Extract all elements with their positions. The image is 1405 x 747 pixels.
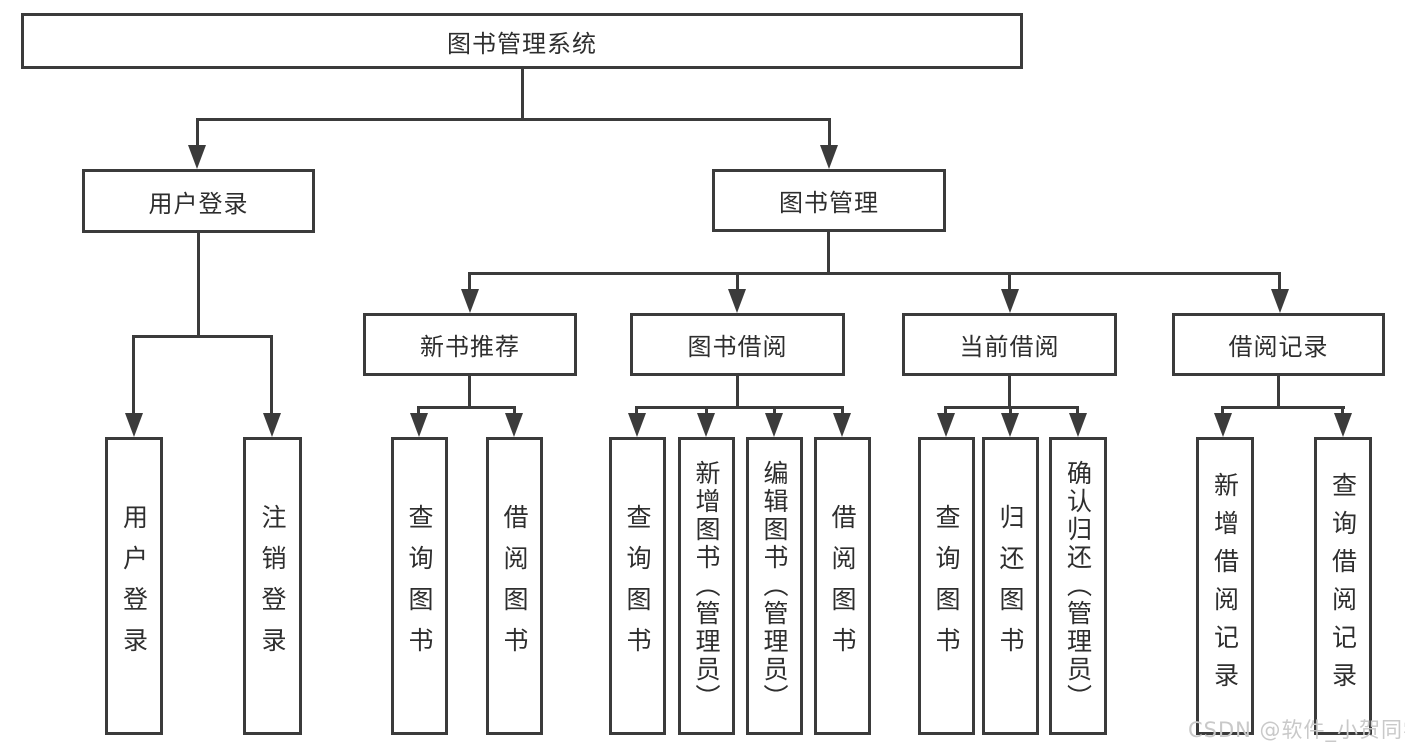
- node-root-label: 图书管理系统: [447, 29, 597, 58]
- node-current-borrowing: 当前借阅: [902, 313, 1117, 376]
- connector-line: [1341, 406, 1344, 418]
- leaf-query-borrow-record-label: 查询借阅记录: [1328, 472, 1358, 700]
- connector-to-borrowing-records-line: [1278, 272, 1281, 292]
- arrow-down-icon: [697, 413, 715, 437]
- connector-line: [705, 406, 708, 418]
- leaf-confirm-return-admin-label: 确认归还（管理员）: [1063, 460, 1093, 712]
- leaf-add-borrow-record: 新增借阅记录: [1196, 437, 1254, 735]
- arrow-down-icon: [728, 289, 746, 313]
- leaf-user-login-label: 用户登录: [119, 504, 149, 668]
- arrow-down-icon: [1271, 289, 1289, 313]
- arrow-down-icon: [1214, 413, 1232, 437]
- connector-line: [513, 406, 516, 418]
- leaf-return-books: 归还图书: [982, 437, 1039, 735]
- connector-root-stub: [521, 69, 524, 118]
- connector-new-book-recommend-bar: [417, 406, 516, 409]
- leaf-return-books-label: 归还图书: [996, 504, 1025, 668]
- connector-user-login-leaf1-line: [132, 335, 135, 416]
- node-book-management: 图书管理: [712, 169, 946, 232]
- connector-line: [1009, 406, 1012, 418]
- connector-root-to-user-login-line: [196, 118, 199, 148]
- leaf-add-borrow-record-label: 新增借阅记录: [1210, 472, 1240, 700]
- leaf-query-books-current-label: 查询图书: [932, 504, 961, 668]
- leaf-query-borrow-record: 查询借阅记录: [1314, 437, 1372, 735]
- node-borrowing-records-label: 借阅记录: [1228, 333, 1329, 361]
- node-borrowing-records: 借阅记录: [1172, 313, 1385, 376]
- leaf-borrow-books-borrowing: 借阅图书: [814, 437, 871, 735]
- connector-book-management-stub: [827, 232, 830, 272]
- connector-line: [1076, 406, 1079, 418]
- connector-to-current-borrowing-line: [1008, 272, 1011, 292]
- arrow-down-icon: [1334, 413, 1352, 437]
- node-new-book-recommend-label: 新书推荐: [420, 333, 520, 361]
- leaf-edit-books-admin: 编辑图书（管理员）: [746, 437, 803, 735]
- leaf-borrow-books-borrowing-label: 借阅图书: [828, 504, 857, 668]
- leaf-query-books-borrowing-label: 查询图书: [623, 504, 652, 668]
- arrow-down-icon: [125, 413, 143, 437]
- leaf-edit-books-admin-label: 编辑图书（管理员）: [760, 460, 789, 712]
- csdn-watermark: CSDN @软件_小贺同学: [1188, 718, 1405, 742]
- leaf-query-books-recommend: 查询图书: [391, 437, 448, 735]
- arrow-down-icon: [937, 413, 955, 437]
- connector-user-login-bar: [132, 335, 273, 338]
- node-root: 图书管理系统: [21, 13, 1023, 69]
- connector-line: [417, 406, 420, 418]
- connector-book-management-bar: [468, 272, 1281, 275]
- arrow-down-icon: [833, 413, 851, 437]
- connector-user-login-stub: [197, 233, 200, 335]
- connector-current-borrowing-stub: [1008, 376, 1011, 406]
- leaf-query-books-borrowing: 查询图书: [609, 437, 666, 735]
- arrow-down-icon: [820, 145, 838, 169]
- leaf-query-books-current: 查询图书: [918, 437, 975, 735]
- leaf-logout: 注销登录: [243, 437, 302, 735]
- connector-to-book-borrowing-line: [736, 272, 739, 292]
- arrow-down-icon: [1001, 413, 1019, 437]
- connector-new-book-recommend-stub: [468, 376, 471, 406]
- leaf-add-books-admin: 新增图书（管理员）: [678, 437, 735, 735]
- arrow-down-icon: [505, 413, 523, 437]
- node-book-management-label: 图书管理: [779, 189, 879, 217]
- leaf-add-books-admin-label: 新增图书（管理员）: [692, 460, 721, 712]
- connector-root-to-book-management-line: [828, 118, 831, 148]
- connector-book-borrowing-stub: [736, 376, 739, 406]
- node-user-login-label: 用户登录: [148, 189, 249, 218]
- arrow-down-icon: [188, 145, 206, 169]
- node-book-borrowing: 图书借阅: [630, 313, 845, 376]
- leaf-logout-label: 注销登录: [258, 504, 287, 668]
- connector-book-borrowing-bar: [635, 406, 844, 409]
- connector-line: [635, 406, 638, 418]
- node-user-login: 用户登录: [82, 169, 315, 233]
- node-new-book-recommend: 新书推荐: [363, 313, 577, 376]
- arrow-down-icon: [765, 413, 783, 437]
- connector-to-new-book-recommend-line: [468, 272, 471, 292]
- connector-line: [773, 406, 776, 418]
- arrow-down-icon: [628, 413, 646, 437]
- leaf-borrow-books-recommend-label: 借阅图书: [500, 504, 529, 668]
- node-book-borrowing-label: 图书借阅: [687, 333, 788, 361]
- connector-user-login-leaf2-line: [270, 335, 273, 416]
- connector-line: [944, 406, 947, 418]
- connector-root-bar: [196, 118, 831, 121]
- arrow-down-icon: [1001, 289, 1019, 313]
- leaf-borrow-books-recommend: 借阅图书: [486, 437, 543, 735]
- arrow-down-icon: [461, 289, 479, 313]
- connector-borrowing-records-stub: [1277, 376, 1280, 406]
- leaf-confirm-return-admin: 确认归还（管理员）: [1049, 437, 1107, 735]
- arrow-down-icon: [1069, 413, 1087, 437]
- node-current-borrowing-label: 当前借阅: [959, 333, 1060, 361]
- leaf-user-login: 用户登录: [105, 437, 163, 735]
- leaf-query-books-recommend-label: 查询图书: [405, 504, 434, 668]
- arrow-down-icon: [410, 413, 428, 437]
- connector-borrowing-records-bar: [1221, 406, 1345, 409]
- connector-line: [1221, 406, 1224, 418]
- arrow-down-icon: [263, 413, 281, 437]
- connector-line: [841, 406, 844, 418]
